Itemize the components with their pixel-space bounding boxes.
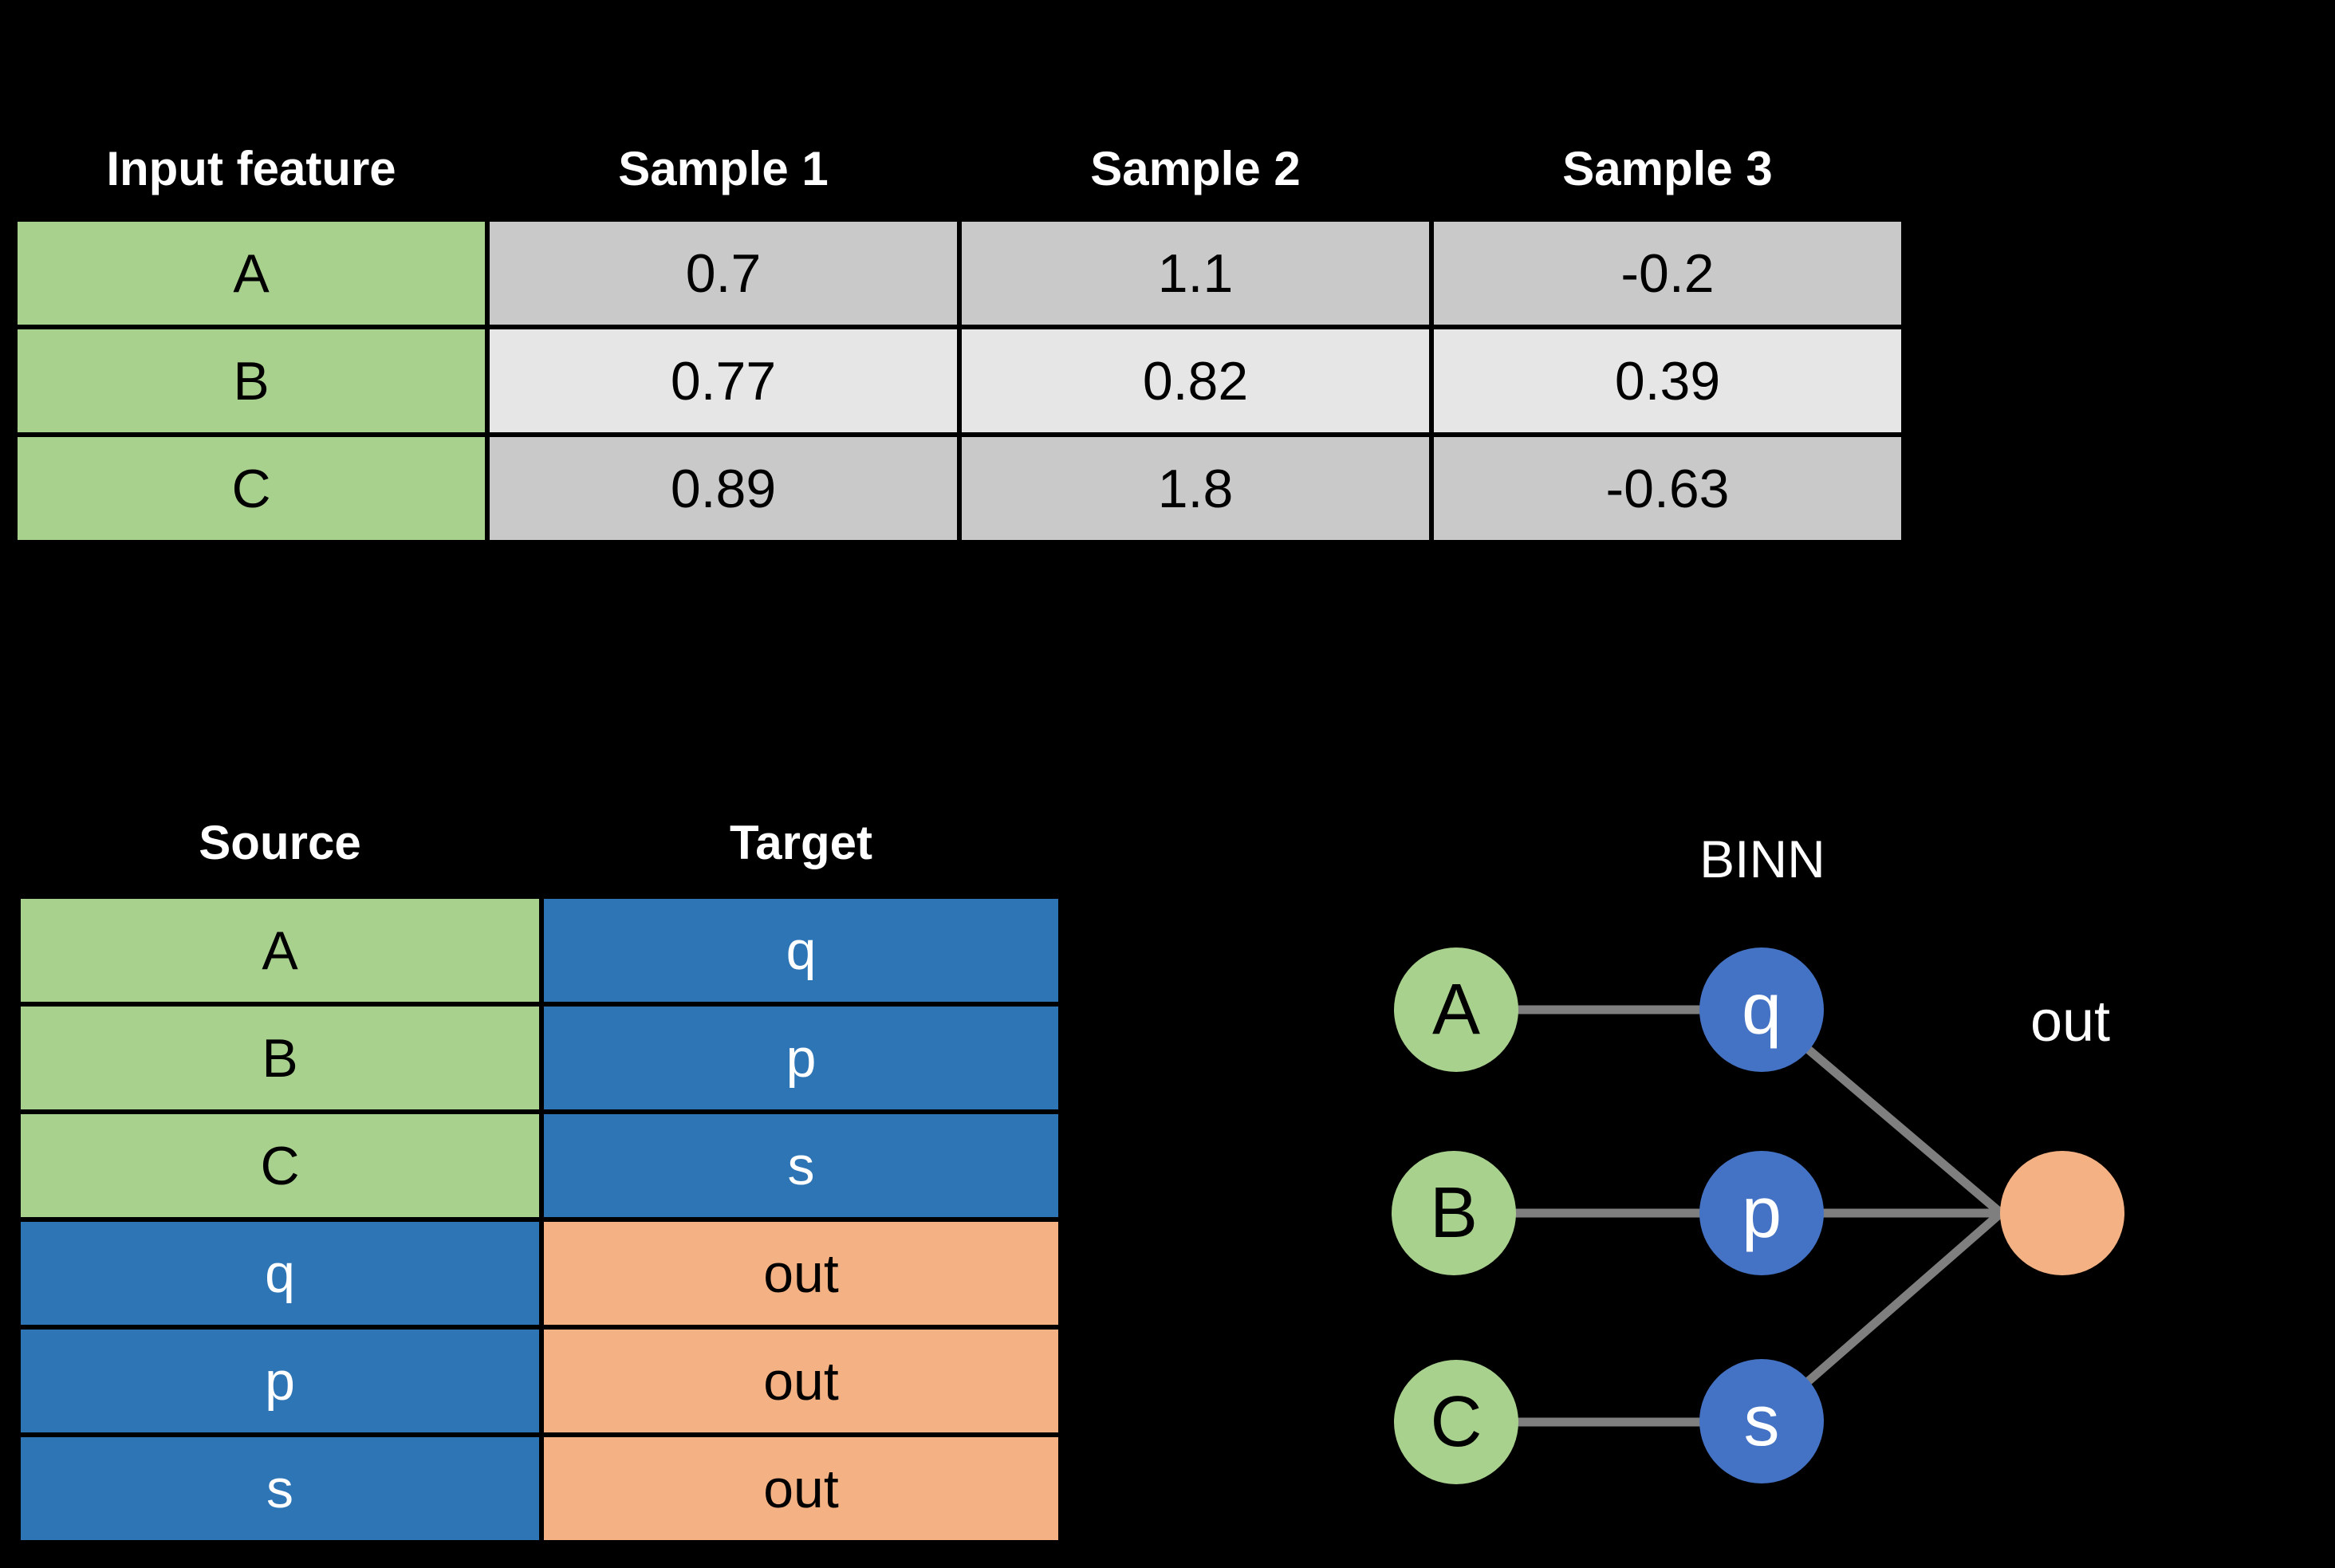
edge-target-cell-s: s [541, 1112, 1061, 1219]
node-label-A: A [1432, 970, 1480, 1050]
node-out [2000, 1151, 2124, 1275]
output-node-label: out [2030, 990, 2110, 1054]
value-cell-A-sample1: 0.7 [487, 219, 959, 327]
value-cell-B-sample3: 0.39 [1431, 327, 1904, 435]
edge-source-cell-B: B [18, 1004, 541, 1112]
feature-cell-B: B [15, 327, 487, 435]
edge-list-table: Source Target A q B p C s q out p out s … [18, 788, 1061, 1542]
feature-cell-A: A [15, 219, 487, 327]
node-B [1392, 1151, 1516, 1275]
edge-target-cell-q: q [541, 896, 1061, 1004]
network-title: BINN [1699, 829, 1825, 888]
node-q [1699, 947, 1824, 1072]
value-cell-A-sample2: 1.1 [959, 219, 1431, 327]
feature-cell-C: C [15, 435, 487, 542]
edge-source-cell-s: s [18, 1435, 541, 1542]
input-table-header-sample3: Sample 3 [1562, 142, 1773, 195]
node-s [1699, 1359, 1824, 1483]
edge-table-header-target: Target [730, 815, 872, 869]
node-label-p: p [1742, 1173, 1782, 1253]
binn-network-diagram: BINN A B C q p s out [1392, 829, 2124, 1484]
node-label-q: q [1742, 970, 1782, 1050]
value-cell-A-sample3: -0.2 [1431, 219, 1904, 327]
edge-source-cell-q: q [18, 1219, 541, 1327]
edge-source-cell-A: A [18, 896, 541, 1004]
node-A [1394, 947, 1518, 1072]
edge-source-cell-C: C [18, 1112, 541, 1219]
input-table-header-sample2: Sample 2 [1090, 142, 1301, 195]
value-cell-C-sample1: 0.89 [487, 435, 959, 542]
input-table-header-feature: Input feature [106, 142, 396, 195]
edge-target-cell-out1: out [541, 1219, 1061, 1327]
value-cell-B-sample2: 0.82 [959, 327, 1431, 435]
edge-source-cell-p: p [18, 1327, 541, 1435]
value-cell-C-sample3: -0.63 [1431, 435, 1904, 542]
input-table-header-sample1: Sample 1 [618, 142, 829, 195]
edge-target-cell-out2: out [541, 1327, 1061, 1435]
node-label-B: B [1430, 1173, 1478, 1253]
edge-table-header-source: Source [199, 815, 361, 869]
node-C [1394, 1360, 1518, 1484]
node-label-C: C [1431, 1382, 1483, 1462]
edge-target-cell-out3: out [541, 1435, 1061, 1542]
node-p [1699, 1151, 1824, 1275]
value-cell-B-sample1: 0.77 [487, 327, 959, 435]
input-feature-table: Input feature Sample 1 Sample 2 Sample 3… [15, 118, 1904, 542]
edge-target-cell-p: p [541, 1004, 1061, 1112]
value-cell-C-sample2: 1.8 [959, 435, 1431, 542]
node-label-s: s [1744, 1381, 1780, 1461]
